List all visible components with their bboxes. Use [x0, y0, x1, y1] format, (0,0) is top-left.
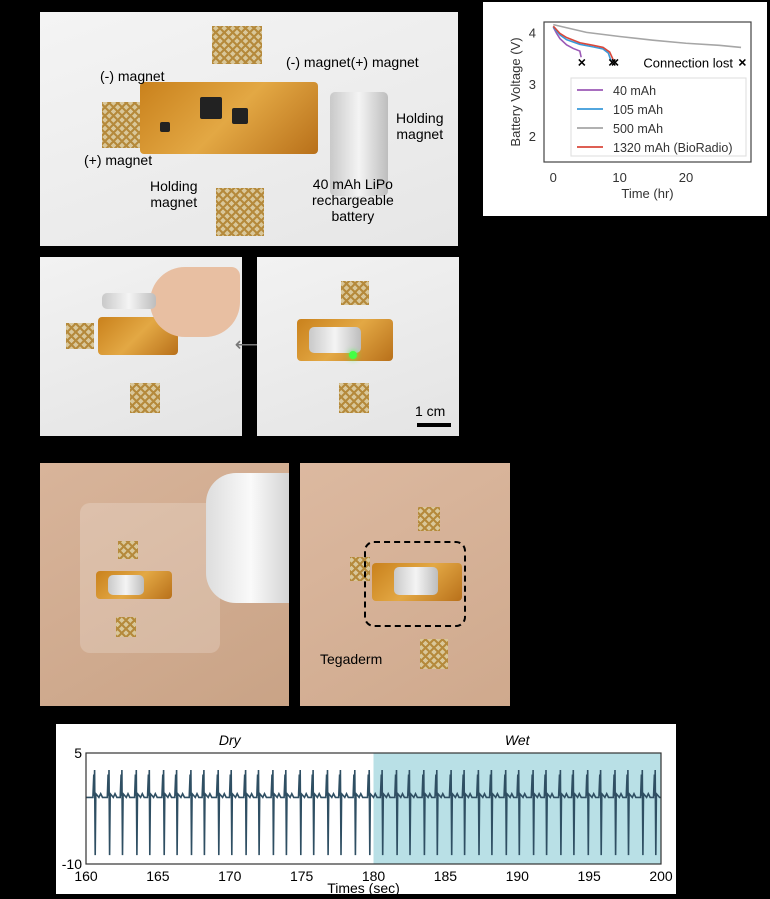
electrode-mesh	[341, 281, 369, 305]
y-tick-label: -10	[62, 856, 82, 872]
y-tick-label: 5	[74, 745, 82, 761]
y-axis-label: Battery Voltage (V)	[508, 37, 523, 146]
photo-attach-battery	[40, 257, 242, 436]
battery	[102, 293, 156, 309]
connection-lost-marker	[738, 58, 746, 66]
x-tick-label: 185	[434, 868, 458, 884]
x-tick-label: 170	[218, 868, 242, 884]
label-tegaderm: Tegaderm	[320, 651, 383, 667]
ecg-trace	[86, 769, 661, 856]
series-line-1320mah	[552, 25, 615, 62]
electrode-mesh	[116, 617, 136, 637]
chip	[200, 97, 222, 119]
x-tick-label: 20	[679, 170, 693, 185]
connection-lost-marker	[611, 58, 619, 66]
battery	[108, 575, 144, 595]
label-holding-magnet-battery: Holding magnet	[396, 110, 444, 142]
y-tick-label: 2	[529, 129, 536, 144]
electrode-mesh	[102, 102, 142, 148]
photo-attached-battery: 1 cm	[257, 257, 459, 436]
battery	[330, 92, 388, 196]
series-line-40mah	[552, 26, 582, 58]
chip	[160, 122, 170, 132]
x-tick-label: 175	[290, 868, 314, 884]
x-axis-label: Time (hr)	[621, 186, 673, 201]
electrode-mesh	[118, 541, 138, 559]
electrode-mesh	[130, 383, 160, 413]
x-axis-label: Times (sec)	[327, 880, 400, 894]
x-tick-label: 160	[74, 868, 98, 884]
label-pos-magnet: (+) magnet	[84, 152, 153, 168]
plot-frame	[85, 752, 662, 865]
photo-device-with-battery: (-) magnet (+) magnet Holding magnet (-)…	[40, 12, 458, 246]
x-tick-label: 10	[612, 170, 626, 185]
series-line-105mah	[552, 26, 612, 62]
led	[349, 351, 357, 359]
connection-lost-marker	[608, 58, 616, 66]
x-tick-label: 190	[506, 868, 530, 884]
series-line-500mah	[553, 23, 742, 49]
label-battery: 40 mAh LiPo rechargeable battery	[312, 176, 394, 224]
scale-bar-label: 1 cm	[415, 403, 446, 419]
region-shade-wet	[373, 753, 661, 864]
electrode-mesh	[216, 188, 264, 236]
x-tick-label: 195	[577, 868, 601, 884]
x-tick-label: 180	[362, 868, 386, 884]
water-bottle	[206, 473, 289, 603]
annotation-connection-lost: Connection lost	[643, 55, 733, 70]
legend-label: 500 mAh	[613, 122, 663, 136]
y-tick-label: 4	[529, 25, 536, 40]
electrode-mesh	[66, 323, 94, 349]
x-tick-label: 0	[550, 170, 557, 185]
legend-box	[570, 77, 747, 157]
legend-label: 105 mAh	[613, 103, 663, 117]
photo-wet-device: Tegaderm	[300, 463, 510, 706]
label-battery-magnets: (-) magnet(+) magnet	[286, 54, 419, 70]
label-neg-magnet: (-) magnet	[100, 68, 165, 84]
legend-label: 40 mAh	[613, 84, 656, 98]
region-label-wet: Wet	[505, 732, 531, 748]
plot-frame	[543, 21, 752, 163]
scale-bar	[417, 423, 451, 427]
legend-label: 1320 mAh (BioRadio)	[613, 141, 733, 155]
electrode-mesh	[420, 639, 448, 669]
battery	[394, 567, 438, 595]
finger	[150, 267, 240, 337]
swap-arrow-icon: ⟷	[234, 334, 264, 356]
x-tick-label: 165	[146, 868, 170, 884]
chip	[232, 108, 248, 124]
x-tick-label: 200	[649, 868, 673, 884]
label-holding-magnet: Holding magnet	[150, 178, 198, 210]
circuit-board	[140, 82, 318, 154]
y-tick-label: 3	[529, 77, 536, 92]
electrode-mesh	[212, 26, 262, 64]
electrode-mesh	[339, 383, 369, 413]
battery	[309, 327, 361, 353]
connection-lost-marker	[578, 58, 586, 66]
electrode-mesh	[418, 507, 440, 531]
region-label-dry: Dry	[219, 732, 242, 748]
tegaderm-outline	[364, 541, 466, 627]
photo-water-pour	[40, 463, 289, 706]
